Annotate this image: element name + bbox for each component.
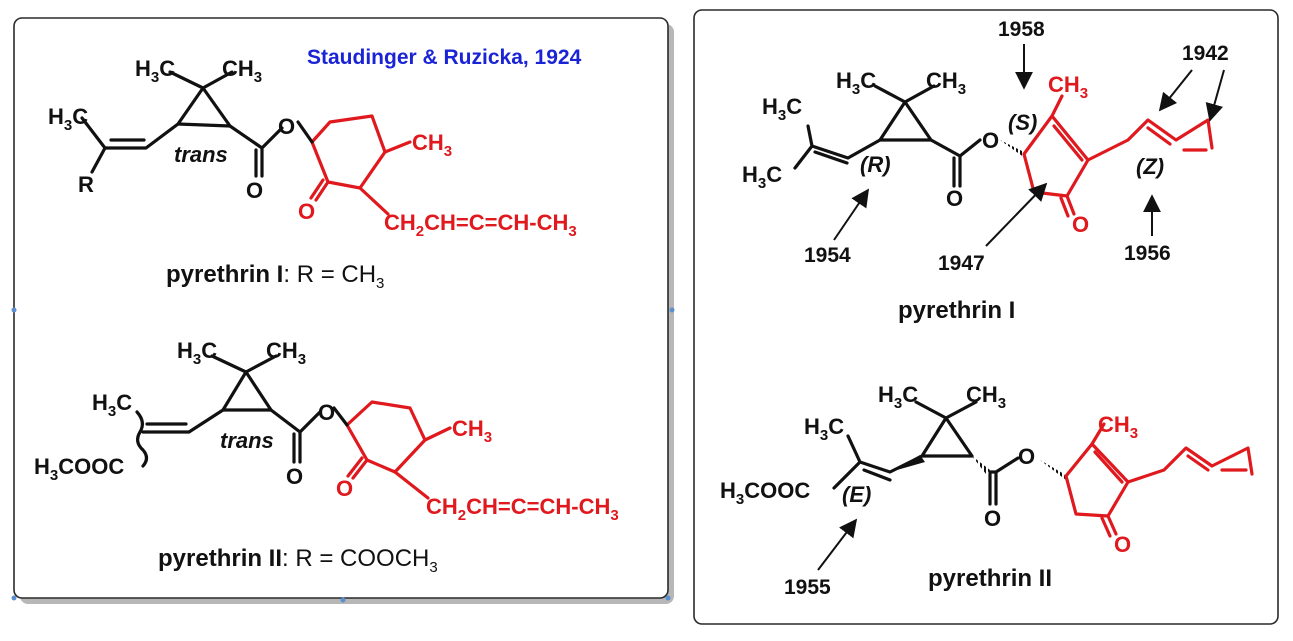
right-pyrethrin-2-year-arrows: 1955	[784, 518, 858, 599]
year-1954: 1954	[804, 244, 851, 267]
right-pyrethrin-2-structure	[832, 400, 1254, 538]
svg-text:(S): (S)	[1008, 110, 1037, 135]
svg-text:O: O	[982, 128, 999, 153]
right-pyrethrin-1-year-arrows: 1958 1942 1954 1947 1956	[804, 18, 1229, 275]
left-pyrethrin-2-labels: H3C CH3 H3C H3COOC trans O O O CH3 CH2CH…	[34, 338, 619, 524]
svg-text:H3C: H3C	[177, 338, 217, 368]
trans-label: trans	[174, 142, 228, 167]
svg-text:O: O	[246, 178, 263, 203]
r-group-label: R	[78, 172, 94, 197]
svg-text:CH3: CH3	[266, 338, 306, 368]
svg-text:H3C: H3C	[878, 382, 918, 412]
svg-text:CH3: CH3	[412, 130, 452, 160]
svg-text:(R): (R)	[860, 152, 891, 177]
left-pyrethrin-2-caption: pyrethrin II: R = COOCH3	[158, 545, 438, 576]
svg-text:CH3: CH3	[1098, 412, 1138, 442]
svg-text:O: O	[1072, 212, 1089, 237]
left-pyrethrin-1-caption: pyrethrin I: R = CH3	[166, 261, 384, 292]
svg-text:(E): (E)	[842, 482, 871, 507]
left-panel: Staudinger & Ruzicka, 1924 H3C CH3 H3C R…	[11, 17, 675, 604]
year-1947: 1947	[938, 252, 985, 275]
svg-text:(Z): (Z)	[1136, 154, 1164, 179]
year-1955: 1955	[784, 576, 831, 599]
svg-text:CH3: CH3	[926, 68, 966, 98]
svg-text:O: O	[318, 400, 335, 425]
svg-text:O: O	[278, 114, 295, 139]
svg-text:H3C: H3C	[48, 104, 88, 134]
svg-text:H3C: H3C	[742, 162, 782, 192]
right-pyrethrin-1-labels: H3C H3C H3C CH3 (R) (S) (Z) O O O CH3	[742, 68, 1164, 237]
svg-text:O: O	[286, 464, 303, 489]
right-pyrethrin-1-caption: pyrethrin I	[898, 297, 1015, 324]
svg-text:H3C: H3C	[836, 68, 876, 98]
svg-text:O: O	[1018, 444, 1035, 469]
svg-text:CH3: CH3	[966, 382, 1006, 412]
year-1958: 1958	[998, 18, 1045, 41]
credit-text: Staudinger & Ruzicka, 1924	[307, 46, 582, 69]
svg-text:CH2CH=C=CH-CH3: CH2CH=C=CH-CH3	[384, 210, 577, 240]
left-pyrethrin-2-structure	[135, 354, 452, 500]
svg-text:O: O	[984, 506, 1001, 531]
year-1942: 1942	[1182, 42, 1229, 65]
right-panel: H3C H3C H3C CH3 (R) (S) (Z) O O O CH3 19…	[693, 9, 1279, 625]
right-pyrethrin-2-caption: pyrethrin II	[928, 565, 1052, 592]
svg-text:CH3: CH3	[452, 416, 492, 446]
svg-text:CH2CH=C=CH-CH3: CH2CH=C=CH-CH3	[426, 494, 619, 524]
svg-text:H3COOC: H3COOC	[720, 478, 810, 508]
svg-text:O: O	[336, 476, 353, 501]
svg-text:H3C: H3C	[804, 414, 844, 444]
svg-text:H3C: H3C	[92, 390, 132, 420]
svg-text:H3COOC: H3COOC	[34, 454, 124, 484]
svg-text:O: O	[298, 199, 315, 224]
svg-text:trans: trans	[220, 428, 274, 453]
svg-text:H3C: H3C	[135, 56, 175, 86]
left-pyrethrin-1-structure	[80, 70, 412, 216]
svg-text:CH3: CH3	[222, 56, 262, 86]
right-pyrethrin-2-labels: H3C CH3 H3C H3COOC (E) O O O CH3	[720, 382, 1138, 557]
svg-text:O: O	[1114, 532, 1131, 557]
svg-text:H3C: H3C	[762, 94, 802, 124]
svg-text:O: O	[946, 186, 963, 211]
left-pyrethrin-1-labels: H3C CH3 H3C R trans O O O CH3 CH2CH=C=CH…	[48, 56, 577, 240]
year-1956: 1956	[1124, 242, 1171, 265]
right-pyrethrin-1-structure	[793, 84, 1214, 218]
svg-text:CH3: CH3	[1048, 72, 1088, 102]
